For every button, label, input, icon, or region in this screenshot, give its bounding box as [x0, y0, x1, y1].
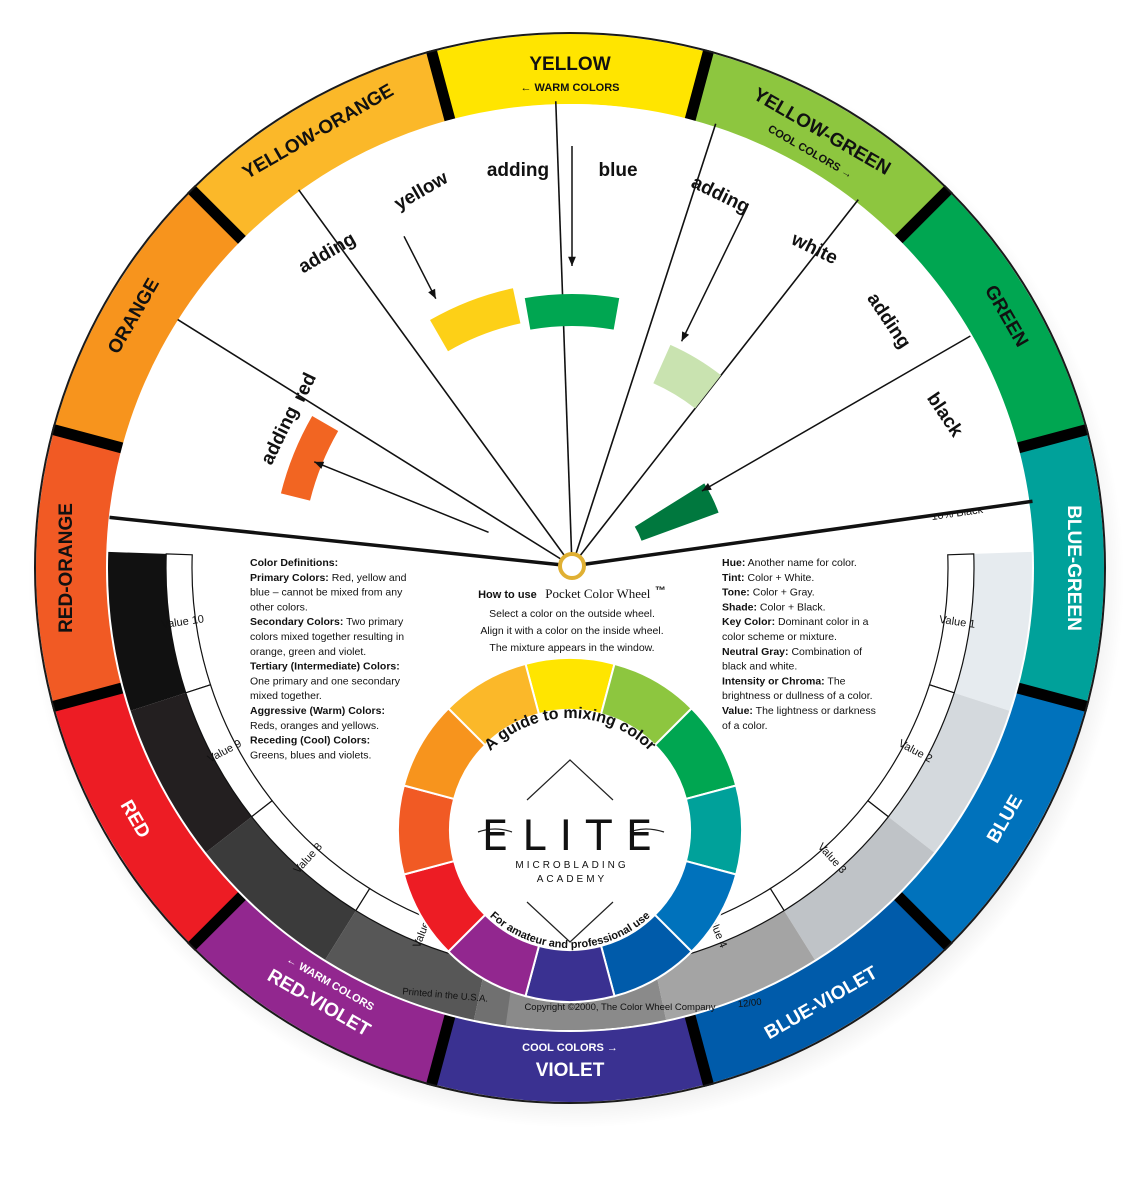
window-adding-black — [634, 483, 719, 541]
segment-green[interactable] — [896, 190, 1086, 449]
segment-divider — [1014, 682, 1090, 713]
definitions-left: Color Definitions:Primary Colors: Red, y… — [250, 557, 407, 761]
segment-red-violet[interactable] — [192, 894, 451, 1084]
window-fan — [112, 103, 1030, 566]
footer-code: 12/00 — [737, 997, 762, 1010]
window-ray — [554, 101, 573, 567]
window-arrow — [313, 461, 489, 533]
window-ray — [177, 318, 573, 567]
segment-divider — [187, 185, 248, 246]
segment-yellow-orange[interactable] — [192, 52, 451, 242]
window-adding-white — [653, 344, 721, 409]
arrow-head — [568, 256, 576, 266]
segment-sublabel-violet: COOL COLORS → — [522, 1042, 618, 1054]
segment-red[interactable] — [54, 687, 244, 946]
inner-segment[interactable] — [684, 784, 743, 876]
arrow-head — [428, 288, 436, 299]
segment-red-orange[interactable] — [35, 429, 124, 707]
outer-edge — [34, 32, 1106, 1104]
gray-label-cell — [250, 799, 371, 912]
segment-blue-violet[interactable] — [689, 894, 948, 1084]
segment-label-violet: VIOLET — [536, 1060, 605, 1081]
segment-blue-green[interactable] — [1016, 429, 1105, 707]
gray-swatch — [784, 816, 935, 960]
logo-sub-2: ACADEMY — [537, 874, 607, 885]
gray-label-cell — [185, 684, 273, 818]
segment-yellow-green[interactable] — [689, 52, 948, 242]
segment-divider — [892, 890, 953, 951]
window-arrow — [680, 206, 749, 342]
window-ray-edge — [109, 515, 573, 568]
window-arrow — [701, 335, 971, 492]
window-adding-yellow — [430, 288, 521, 352]
instructions: How to use Pocket Color Wheel ™ Select a… — [478, 585, 666, 654]
window-ray — [571, 123, 717, 567]
logo-sub-1: MICROBLADING — [515, 860, 628, 871]
outer-ring-separators — [34, 32, 1106, 1104]
segment-divider — [187, 890, 248, 951]
gray-swatch — [888, 692, 1010, 853]
logo: ELITE MICROBLADING ACADEMY — [477, 759, 667, 943]
instructions-title-b: Pocket Color Wheel — [545, 586, 651, 601]
logo-name: ELITE — [482, 811, 667, 860]
pivot-rivet — [558, 552, 586, 580]
instructions-tm: ™ — [655, 585, 666, 597]
gray-swatch — [205, 816, 356, 960]
segment-divider — [425, 48, 456, 124]
window-adding-red — [280, 416, 339, 501]
gray-swatch — [653, 910, 815, 1020]
svg-text:How to use Pocket Color: How to use Pocket Color Wheel ™ — [478, 585, 666, 602]
segment-violet[interactable] — [431, 1014, 709, 1102]
gray-label-cell — [165, 553, 212, 694]
arrow-head — [314, 461, 325, 469]
inner-wheel-center — [450, 710, 690, 950]
inner-segment[interactable] — [524, 944, 616, 1003]
segment-yellow[interactable] — [431, 33, 709, 122]
segment-blue[interactable] — [896, 687, 1086, 946]
instructions-title-a: How to use — [478, 589, 537, 601]
footer-copyright: Copyright ©2000, The Color Wheel Company — [524, 1002, 715, 1013]
inner-segment[interactable] — [397, 784, 456, 876]
segment-orange[interactable] — [54, 190, 244, 449]
gray-value-label: Value 1 — [938, 614, 976, 631]
gray-value-label: Value 10 — [161, 613, 205, 631]
window-ray-edge — [571, 499, 1033, 568]
window-ray — [571, 199, 859, 567]
definitions-right: Hue: Another name for color.Tint: Color … — [722, 557, 876, 732]
window-word-blue-a: adding — [487, 160, 549, 181]
segment-divider — [50, 423, 126, 454]
window-word-blue-b: blue — [598, 160, 637, 181]
segment-sublabel-yellow: ← WARM COLORS — [521, 82, 620, 94]
instructions-line-1: Select a color on the outside wheel. — [489, 608, 655, 620]
segment-label-yellow: YELLOW — [529, 54, 610, 75]
segment-divider — [1014, 423, 1090, 454]
gray-swatch — [325, 910, 487, 1020]
segment-divider — [50, 682, 126, 713]
segment-divider — [684, 1012, 715, 1088]
arrow-head — [701, 483, 712, 491]
window-arrow — [403, 235, 437, 300]
outer-ring[interactable] — [35, 33, 1105, 1102]
arrow-head — [681, 331, 690, 342]
window-adding-blue — [524, 294, 620, 330]
window-ray — [298, 189, 573, 567]
segment-divider — [684, 48, 715, 124]
segment-label-red-orange: RED-ORANGE — [56, 503, 77, 633]
segment-divider — [425, 1012, 456, 1088]
gray-swatch — [130, 692, 252, 853]
instructions-line-3: The mixture appears in the window. — [489, 642, 654, 654]
instructions-line-2: Align it with a color on the inside whee… — [480, 625, 663, 637]
segment-divider — [892, 185, 953, 246]
segment-label-blue-green: BLUE-GREEN — [1063, 505, 1084, 631]
